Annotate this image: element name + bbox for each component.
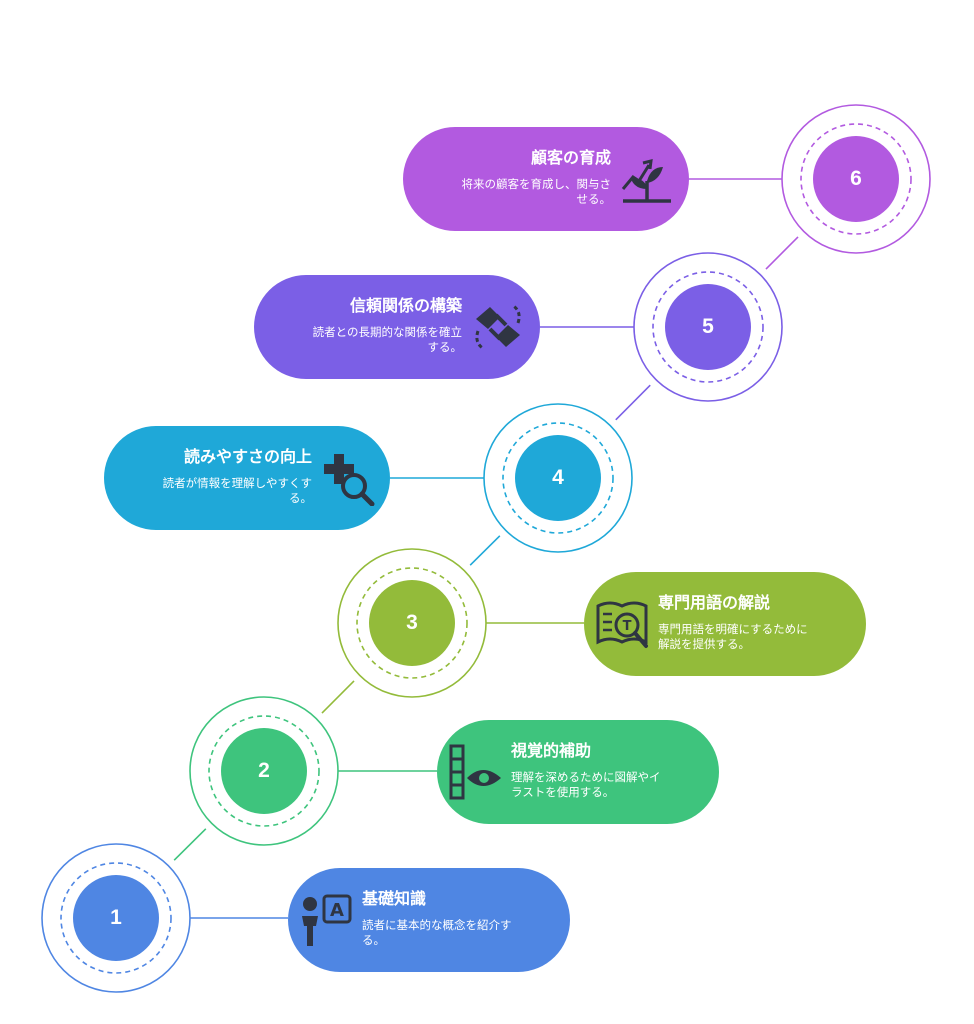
person-letter-icon: A bbox=[302, 894, 352, 946]
step-2-to-3-link bbox=[321, 680, 355, 714]
step-2-outer-ring bbox=[189, 696, 339, 846]
step-2-card: 視覚的補助 理解を深めるために図解やイ ラストを使用する。 bbox=[437, 720, 719, 824]
step-5-title: 信頼関係の構築 bbox=[349, 296, 462, 315]
handshake-icon bbox=[475, 303, 521, 351]
step-6-card: 顧客の育成 将来の顧客を育成し、関与さ せる。 bbox=[403, 127, 689, 231]
step-2-dashed-ring bbox=[208, 715, 320, 827]
step-2-title: 視覚的補助 bbox=[511, 741, 592, 760]
step-4-desc-line-2: る。 bbox=[289, 491, 312, 505]
step-1-desc-line-1: 読者に基本的な概念を紹介す bbox=[362, 918, 512, 932]
chart-eye-icon bbox=[449, 744, 501, 800]
step-6-desc-line-1: 将来の顧客を育成し、関与さ bbox=[461, 177, 612, 191]
step-5-outer-ring bbox=[633, 252, 783, 402]
svg-text:T: T bbox=[623, 619, 632, 634]
step-3-card: T 専門用語の解説 専門用語を明確にするために 解説を提供する。 bbox=[584, 572, 866, 676]
step-6-dashed-ring bbox=[800, 123, 912, 235]
step-4-title: 読みやすさの向上 bbox=[183, 447, 312, 466]
step-1-desc-line-2: る。 bbox=[362, 933, 385, 947]
plus-search-icon bbox=[324, 454, 375, 506]
step-3-outer-ring bbox=[337, 548, 487, 698]
book-magnifier-icon: T bbox=[596, 601, 648, 648]
step-5-card: 信頼関係の構築 読者との長期的な関係を確立 する。 bbox=[254, 275, 540, 379]
step-2-desc-line-2: ラストを使用する。 bbox=[511, 785, 615, 799]
step-5-dashed-ring bbox=[652, 271, 764, 383]
step-4-outer-ring bbox=[483, 403, 633, 553]
step-5-to-6-link bbox=[765, 236, 799, 270]
step-1-card: A 基礎知識 読者に基本的な概念を紹介す る。 bbox=[288, 868, 570, 972]
step-5-desc-line-2: する。 bbox=[427, 340, 463, 354]
step-1-title: 基礎知識 bbox=[362, 889, 427, 908]
step-6-outer-ring bbox=[781, 104, 931, 254]
step-2-desc-line-1: 理解を深めるために図解やイ bbox=[511, 770, 661, 784]
step-6-title: 顧客の育成 bbox=[530, 148, 611, 167]
step-4-dashed-ring bbox=[502, 422, 614, 534]
step-3-dashed-ring bbox=[356, 567, 468, 679]
step-3-title: 専門用語の解説 bbox=[658, 593, 771, 612]
step-1-dashed-ring bbox=[60, 862, 172, 974]
step-1-outer-ring bbox=[41, 843, 191, 993]
step-3-desc-line-1: 専門用語を明確にするために bbox=[658, 622, 808, 636]
step-4-to-5-link bbox=[615, 384, 651, 421]
step-4-desc-line-1: 読者が情報を理解しやすくす bbox=[162, 476, 312, 490]
step-3-to-4-link bbox=[469, 535, 501, 566]
step-6-desc-line-2: せる。 bbox=[576, 192, 612, 206]
step-4-card: 読みやすさの向上 読者が情報を理解しやすくす る。 bbox=[104, 426, 390, 530]
step-3-desc-line-2: 解説を提供する。 bbox=[658, 637, 750, 651]
plant-growth-icon bbox=[621, 159, 671, 203]
step-5-desc-line-1: 読者との長期的な関係を確立 bbox=[312, 325, 462, 339]
step-1-to-2-link bbox=[173, 828, 207, 861]
svg-text:A: A bbox=[330, 900, 344, 921]
